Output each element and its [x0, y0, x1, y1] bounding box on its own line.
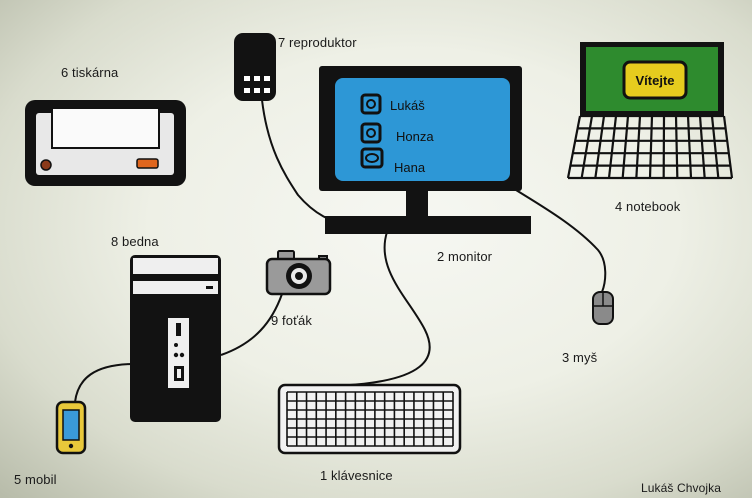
notebook-keyboard [566, 114, 734, 180]
keyboard-keys [286, 391, 454, 447]
monitor: Lukáš Honza Hana [319, 66, 531, 234]
label-camera: 9 foťák [271, 313, 312, 328]
keyboard [277, 383, 462, 455]
mobile-phone [55, 400, 87, 455]
notebook: Vítejte [566, 42, 734, 180]
notebook-welcome-text: Vítejte [635, 73, 674, 88]
label-keyboard: 1 klávesnice [320, 468, 393, 483]
monitor-user-hana: Hana [394, 160, 426, 175]
camera-cable [220, 293, 283, 356]
label-printer: 6 tiskárna [61, 65, 119, 80]
user-icon-lukas [360, 93, 382, 115]
mouse-cable [515, 189, 607, 293]
author-name: Lukáš Chvojka [641, 481, 722, 495]
keyboard-cable [349, 231, 431, 386]
printer [25, 100, 186, 186]
label-mouse: 3 myš [562, 350, 598, 365]
camera [265, 250, 332, 296]
label-case: 8 bedna [111, 234, 159, 249]
mobile-cable [74, 363, 132, 403]
user-icon-honza [360, 122, 382, 144]
label-speaker: 7 reproduktor [278, 35, 357, 50]
monitor-user-honza: Honza [396, 129, 434, 144]
label-monitor: 2 monitor [437, 249, 493, 264]
computer-case [130, 255, 221, 422]
user-icon-hana [360, 147, 384, 169]
welcome-box [622, 60, 688, 100]
label-mobile: 5 mobil [14, 472, 57, 487]
monitor-user-lukas: Lukáš [390, 98, 425, 113]
speaker [234, 33, 276, 101]
label-notebook: 4 notebook [615, 199, 681, 214]
printer-button [136, 158, 159, 169]
mouse [592, 291, 614, 325]
